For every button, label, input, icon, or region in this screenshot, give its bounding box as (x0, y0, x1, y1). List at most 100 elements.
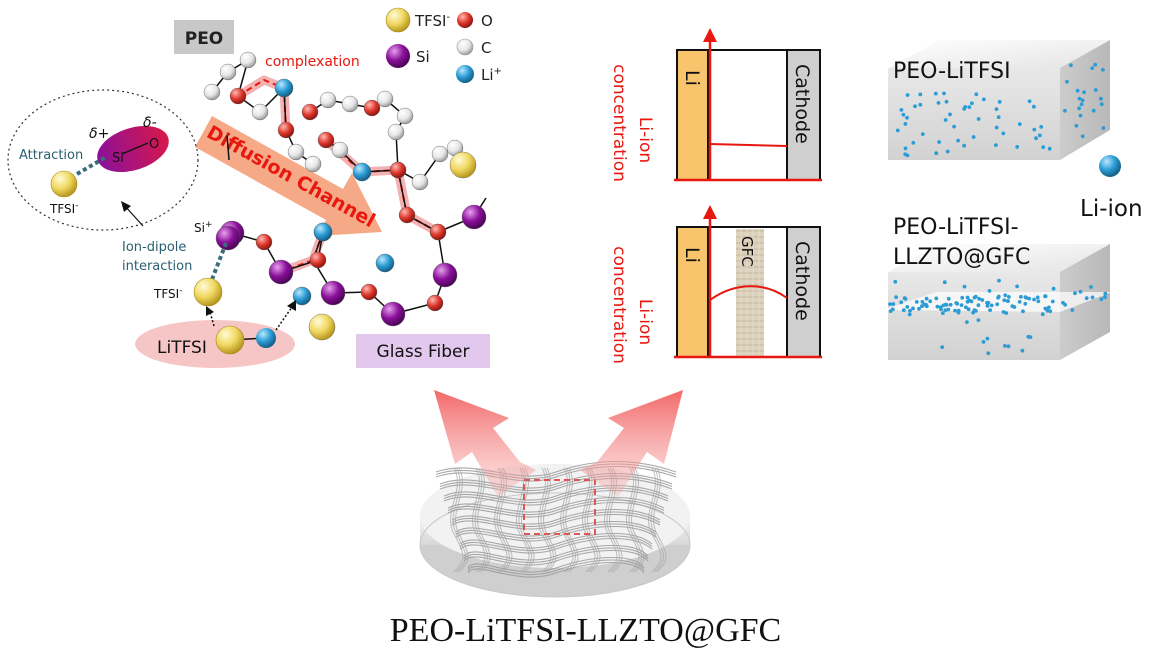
carbon-atom (431, 145, 449, 163)
profile-bottom-anode-label: Li (681, 247, 703, 263)
glass-fiber-label: Glass Fiber (377, 342, 470, 362)
glass-fiber-weft (467, 559, 645, 576)
li-ion-dot (936, 101, 941, 105)
litfsi-tfsi-ion (215, 325, 245, 355)
li-ion-dots-bottom (888, 278, 1108, 356)
glass-fiber-warp (648, 467, 662, 573)
li-ion-dot (940, 345, 945, 349)
li-ion-dot (980, 298, 985, 302)
li-ion-dot (972, 295, 977, 300)
li-ion-dot (971, 135, 976, 139)
zoom-arrow-left (434, 390, 536, 497)
li-ion-dot (967, 298, 972, 303)
interaction-tfsi-ion (193, 277, 223, 307)
li-ion-dot (976, 303, 981, 308)
li-ion-dot (1101, 67, 1105, 72)
li-ion-dot (948, 112, 952, 117)
li-ion-dot (920, 132, 925, 137)
oxygen-atom (229, 87, 247, 105)
li-ion-dot (1035, 295, 1040, 300)
legend-c-dot (456, 38, 474, 56)
glass-fiber-warp (455, 467, 469, 573)
li-ion-dot (959, 303, 964, 307)
li-ion-dot (962, 143, 966, 148)
li-ion-dot (901, 112, 906, 117)
li-ion-dot (903, 152, 908, 157)
glass-fiber-warp (626, 467, 640, 573)
lithium-ion (292, 286, 312, 306)
li-ion-dot (1101, 126, 1106, 130)
legend-si-label: Si (416, 48, 430, 66)
li-ion-dot (1037, 133, 1042, 138)
oxygen-atom (360, 283, 378, 301)
li-ion-dot (997, 278, 1001, 283)
li-ion-dot (933, 91, 938, 96)
carbon-atom (411, 173, 429, 191)
glass-fiber-warp (474, 467, 488, 573)
li-ion-dot (942, 280, 947, 285)
li-ion-dot (1091, 108, 1096, 113)
silicon-atom (432, 262, 458, 288)
lithium-ion (352, 162, 372, 182)
peo-label-box (174, 20, 234, 54)
profile-bottom-gfc (736, 229, 764, 356)
li-ion-dot (1007, 295, 1011, 299)
li-ion-dot (1047, 146, 1052, 151)
li-ion-dot (908, 308, 912, 313)
li-ion-dot (1023, 295, 1028, 299)
profile-top-ylabel-2: concentration (609, 64, 629, 182)
li-ion-dot (967, 105, 972, 109)
carbon-atom (304, 155, 322, 173)
silicon-atom (215, 225, 241, 251)
li-ion-dot (956, 138, 960, 143)
li-ion-dot (948, 302, 953, 307)
li-ion-dot (893, 279, 898, 284)
li-ion-dot (1090, 66, 1095, 70)
li-ion-dot (1027, 99, 1032, 104)
glass-fiber-weft (463, 550, 649, 566)
li-ion-dot (1103, 295, 1107, 300)
li-ion-dot (981, 340, 986, 344)
li-ion-dot (1063, 108, 1067, 113)
li-ion-dot (946, 307, 951, 312)
li-ion-dot (1005, 299, 1010, 303)
li-ion-dot (1003, 293, 1008, 298)
li-ion-dot (976, 117, 981, 121)
profile-bottom-cathode (786, 226, 821, 358)
li-ion-dot (924, 304, 929, 309)
li-ion-dot (901, 308, 906, 313)
li-ion-dot (1026, 334, 1031, 339)
oxygen-atom (309, 251, 327, 269)
carbon-atom (387, 123, 405, 141)
silicon-atom (461, 204, 487, 230)
li-ion-dot (966, 307, 971, 312)
carbon-atom (396, 107, 414, 125)
li-ion-dot (1073, 291, 1077, 296)
li-ion-dot (1084, 296, 1089, 301)
legend-li-label: Li+ (481, 66, 502, 84)
li-ion-dot (944, 99, 949, 104)
li-ion-dot (1079, 102, 1084, 107)
carbon-atom (341, 95, 359, 113)
glass-fiber-warp (452, 467, 466, 573)
membrane-disk (419, 460, 691, 598)
legend: TFSI- Si O C Li+ (385, 7, 502, 84)
li-ion-dot (988, 308, 992, 312)
li-ion-dot (905, 93, 910, 97)
polymer-chains (203, 51, 487, 341)
profile-bottom-cathode-label: Cathode (791, 241, 813, 321)
li-ion-dot (1040, 312, 1045, 317)
li-ion-dot (1099, 297, 1104, 302)
li-ion-dot (911, 306, 915, 311)
lithium-ion (313, 222, 333, 242)
profile-bottom-ylabel-2: concentration (609, 246, 629, 364)
legend-si-dot (386, 44, 410, 68)
li-ion-dot (977, 296, 981, 301)
li-ion-dot (953, 308, 957, 313)
glass-fiber-weft (459, 538, 653, 554)
li-ion-dot (960, 295, 965, 300)
li-ion-dot (907, 312, 912, 317)
li-ion-dot (962, 284, 967, 289)
material-block-top: PEO-LiTFSI (888, 40, 1110, 160)
li-ion-dot (1001, 131, 1006, 136)
